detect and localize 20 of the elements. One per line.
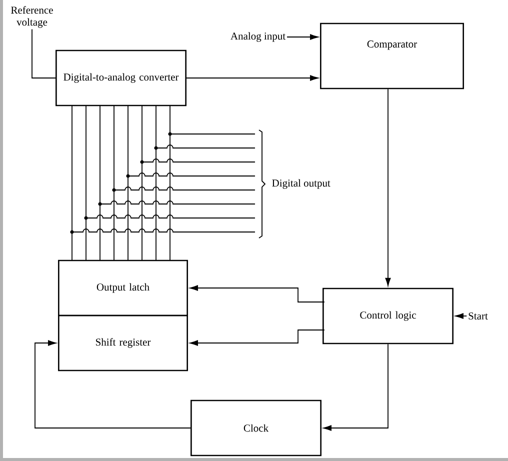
arrow bbox=[186, 75, 318, 81]
arrow bbox=[455, 313, 468, 319]
signal-label: Reference voltage bbox=[11, 6, 53, 28]
bus-lines bbox=[72, 105, 170, 261]
block-box: Output latch bbox=[58, 260, 188, 316]
signal-label: Start bbox=[468, 312, 488, 320]
block-box: Clock bbox=[190, 400, 322, 456]
arrow bbox=[190, 330, 325, 346]
arrow bbox=[286, 34, 318, 40]
block-box: Comparator bbox=[320, 22, 464, 90]
block-box: Digital-to-analog converter bbox=[56, 50, 186, 106]
bus-label: Digital output bbox=[272, 179, 330, 189]
arrow bbox=[385, 88, 391, 286]
arrow bbox=[34, 340, 191, 428]
connector-line bbox=[32, 28, 56, 78]
block-box: Control logic bbox=[322, 288, 454, 344]
signal-label: Analog input bbox=[230, 32, 286, 42]
block-box: Shift register bbox=[58, 314, 188, 372]
arrow bbox=[323, 344, 388, 431]
arrow bbox=[190, 285, 325, 302]
